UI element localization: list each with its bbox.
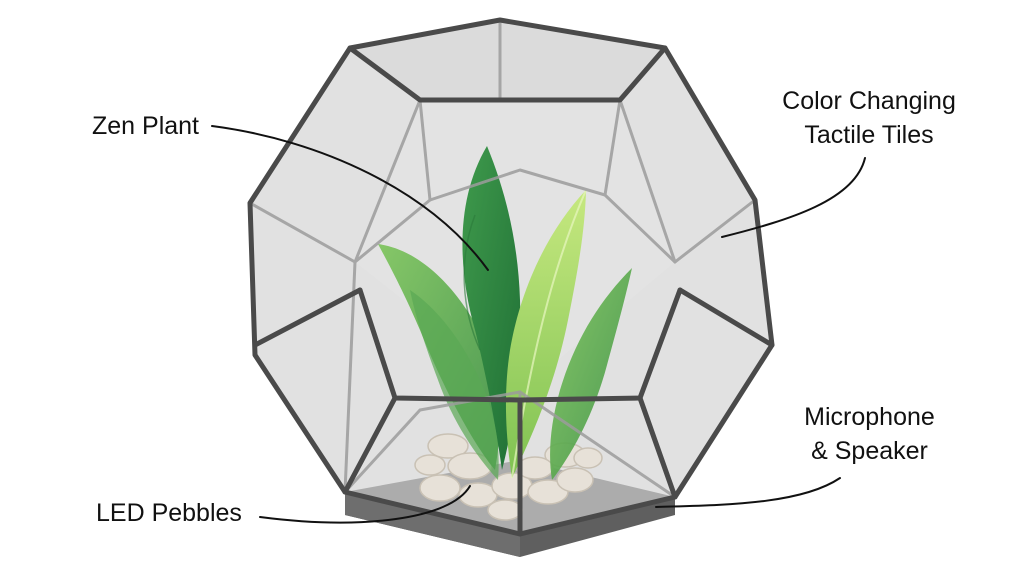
label-tactile-tiles: Color Changing Tactile Tiles <box>764 84 974 152</box>
label-microphone-speaker: Microphone & Speaker <box>782 400 957 468</box>
label-microphone-line2: & Speaker <box>811 437 928 465</box>
leader-zen-plant <box>211 125 489 271</box>
leader-microphone <box>655 477 841 508</box>
zen-plant <box>378 146 632 480</box>
label-led-pebbles: LED Pebbles <box>96 496 242 530</box>
label-zen-plant-text: Zen Plant <box>92 112 200 140</box>
glass-edges <box>247 17 775 537</box>
label-zen-plant: Zen Plant <box>92 109 199 143</box>
leader-led-pebbles <box>259 485 471 524</box>
leader-lines <box>211 125 866 524</box>
label-led-pebbles-text: LED Pebbles <box>96 499 242 527</box>
label-tactile-tiles-line2: Tactile Tiles <box>804 121 934 149</box>
label-microphone-line1: Microphone <box>804 403 935 431</box>
label-tactile-tiles-line1: Color Changing <box>782 87 956 115</box>
leader-tactile-tiles <box>721 157 866 238</box>
